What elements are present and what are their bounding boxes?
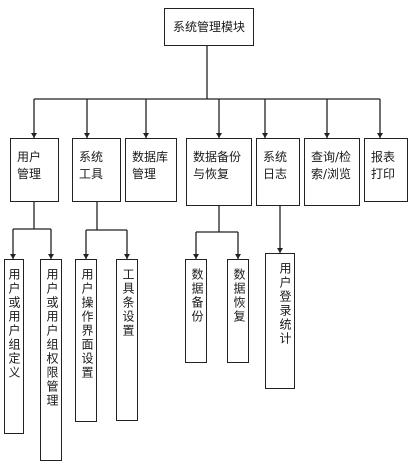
module-query-browse: 查询/检 索/浏览	[304, 138, 360, 206]
leaf-label: 用户或用户组定义	[7, 268, 21, 380]
leaf-label: 用户或用户组权限管理	[45, 268, 59, 408]
module-system-log: 系统 日志	[256, 138, 300, 206]
leaf-ui-settings: 用户操作界面设置	[75, 259, 97, 422]
module-user-management: 用户 管理	[10, 138, 59, 202]
module-label-line: 报表	[371, 150, 396, 164]
module-backup-restore: 数据备份 与恢复	[186, 138, 252, 206]
module-label-line: 查询/检	[311, 150, 352, 164]
root-node: 系统管理模块	[164, 8, 254, 46]
leaf-toolbar-settings: 工具条设置	[116, 259, 138, 421]
leaf-user-group-definition: 用户或用户组定义	[4, 259, 24, 434]
module-label-line: 工具	[79, 167, 104, 181]
root-label: 系统管理模块	[172, 20, 245, 34]
leaf-label: 用户登录统计	[278, 262, 292, 346]
module-label-line: 系统	[263, 150, 288, 164]
module-label-line: 数据备份	[193, 150, 242, 164]
leaf-user-login-stats: 用户登录统计	[265, 253, 295, 389]
module-label-line: 数据库	[132, 150, 169, 164]
module-database-management: 数据库 管理	[125, 138, 177, 202]
module-label-line: 用户	[17, 150, 42, 164]
leaf-label: 数据恢复	[232, 268, 246, 324]
leaf-label: 工具条设置	[121, 268, 135, 338]
module-label-line: 与恢复	[193, 167, 230, 181]
leaf-label: 数据备份	[190, 268, 204, 324]
module-label-line: 系统	[79, 150, 104, 164]
module-system-tools: 系统 工具	[72, 138, 121, 202]
leaf-user-group-permissions: 用户或用户组权限管理	[40, 259, 62, 461]
leaf-label: 用户操作界面设置	[80, 268, 94, 380]
module-label-line: 打印	[371, 167, 396, 181]
leaf-data-backup: 数据备份	[185, 259, 207, 363]
leaf-data-restore: 数据恢复	[227, 259, 249, 363]
module-label-line: 管理	[17, 167, 42, 181]
module-report-print: 报表 打印	[364, 138, 408, 202]
module-label-line: 管理	[132, 167, 157, 181]
module-label-line: 日志	[263, 167, 288, 181]
module-label-line: 索/浏览	[311, 167, 352, 181]
